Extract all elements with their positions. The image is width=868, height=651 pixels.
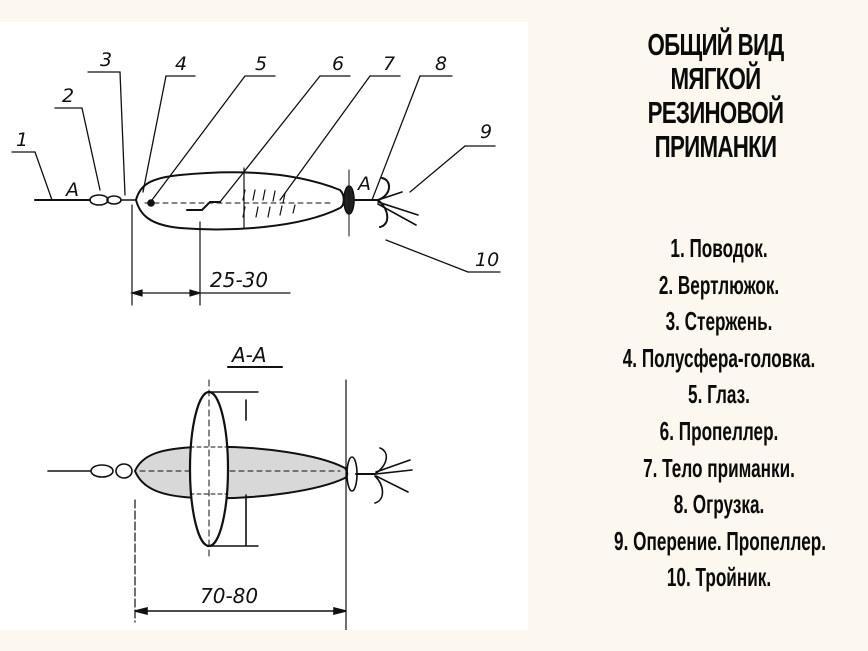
callout-4: 4 xyxy=(175,53,187,75)
callout-7: 7 xyxy=(383,53,395,75)
legend-item: 10. Тройник. xyxy=(666,562,772,593)
swivel-shape xyxy=(89,194,109,206)
title-line: РЕЗИНОВОЙ xyxy=(647,95,784,130)
dimension-side: 25-30 xyxy=(210,268,268,292)
technical-drawing: 1 2 3 4 5 6 7 8 9 10 А А 25-30 А-А 70-80 xyxy=(0,22,528,630)
legend-item: 6. Пропеллер. xyxy=(659,415,779,446)
legend-item: 8. Огрузка. xyxy=(673,489,765,520)
callout-10: 10 xyxy=(475,249,499,271)
section-title: А-А xyxy=(230,343,267,367)
callout-3: 3 xyxy=(100,49,112,71)
callout-2: 2 xyxy=(62,85,74,107)
legend-item: 3. Стержень. xyxy=(665,306,773,337)
legend-item: 1. Поводок. xyxy=(670,233,768,263)
dimension-section: 70-80 xyxy=(200,584,258,608)
legend-item: 5. Глаз. xyxy=(688,379,750,410)
title-line: МЯГКОЙ xyxy=(670,61,762,96)
section-mark-right: А xyxy=(356,173,371,195)
legend-item: 7. Тело приманки. xyxy=(643,452,795,483)
lure-drawing-svg: 1 2 3 4 5 6 7 8 9 10 А А 25-30 А-А 70-80 xyxy=(11,49,501,630)
legend-item: 2. Вертлюжок. xyxy=(658,269,780,300)
callout-6: 6 xyxy=(332,53,344,75)
body-section-outline xyxy=(133,445,349,500)
title-line: ПРИМАНКИ xyxy=(654,129,777,164)
parts-legend: 1. Поводок. 2. Вертлюжок. 3. Стержень. 4… xyxy=(560,230,868,596)
legend-item: 9. Оперение. Пропеллер. xyxy=(614,525,826,556)
legend-item: 4. Полусфера-головка. xyxy=(622,342,816,373)
callout-5: 5 xyxy=(255,53,267,75)
page-title: ОБЩИЙ ВИД МЯГКОЙ РЕЗИНОВОЙ ПРИМАНКИ xyxy=(588,28,843,164)
title-line: ОБЩИЙ ВИД xyxy=(647,27,784,62)
callout-8: 8 xyxy=(435,53,447,75)
callout-9: 9 xyxy=(480,121,492,143)
eye-mark xyxy=(147,199,155,207)
callout-1: 1 xyxy=(16,129,28,151)
section-mark-left: А xyxy=(64,179,79,201)
